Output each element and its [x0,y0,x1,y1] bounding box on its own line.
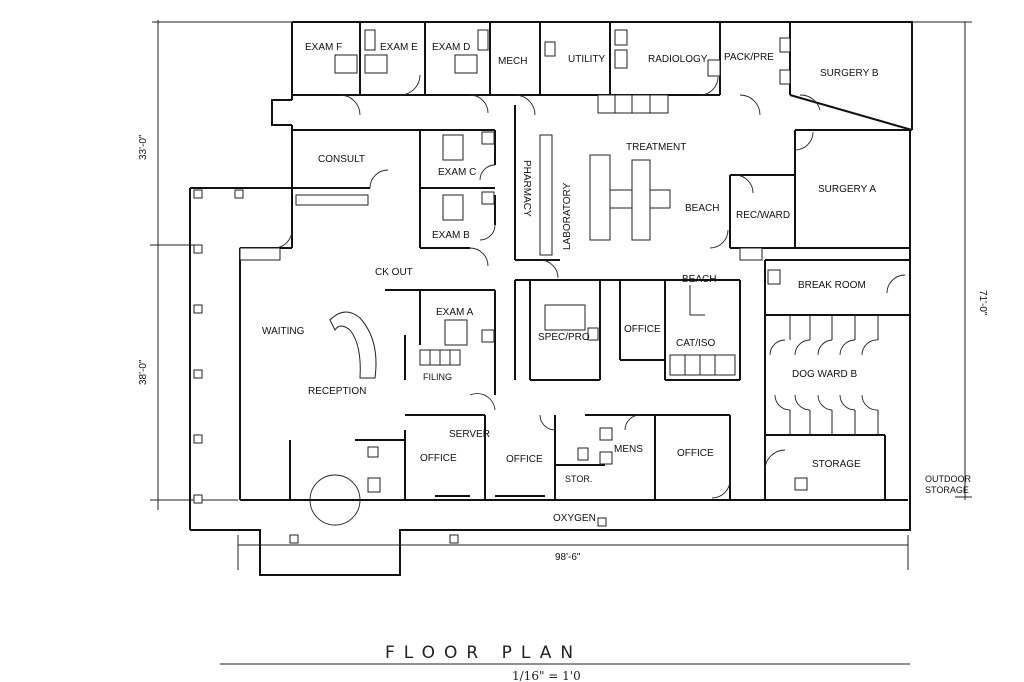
room-surgery-a: SURGERY A [818,184,876,195]
interior-walls [289,22,913,500]
dimension-left-lower: 38'-0" [138,359,149,385]
room-office-2: OFFICE [506,454,543,465]
room-oxygen: OXYGEN [553,513,596,524]
room-office-3: OFFICE [677,448,714,459]
dimension-lines [150,20,972,570]
room-spec-proc: SPEC/PRO [538,332,590,343]
exterior-walls [189,21,913,576]
room-consult: CONSULT [318,154,365,165]
fixtures [193,29,808,544]
room-exam-c: EXAM C [438,167,476,178]
room-reception: RECEPTION [308,386,366,397]
room-mech: MECH [498,56,527,67]
room-exam-e: EXAM E [380,42,418,53]
room-rec-ward: REC/WARD [736,210,790,221]
room-server: SERVER [449,429,490,440]
dimension-right-total: 71'-0" [977,290,988,316]
room-beach-1: BEACH [685,203,719,214]
room-break-room: BREAK ROOM [798,280,866,291]
room-mens: MENS [614,444,643,455]
room-pharmacy: PHARMACY [521,160,532,217]
room-outdoor-storage-line2: STORAGE [925,485,969,495]
room-pack-prep: PACK/PRE [724,52,774,63]
dog-ward-kennels [769,315,879,435]
dimension-bottom-width: 98'-6" [555,552,581,563]
room-labels: EXAM F EXAM E EXAM D MECH UTILITY RADIOL… [262,42,971,524]
room-stor: STOR. [565,474,592,484]
room-waiting: WAITING [262,326,305,337]
room-exam-a: EXAM A [436,307,474,318]
dimension-left-upper: 33'-0" [138,134,149,160]
room-utility: UTILITY [568,54,606,65]
room-radiology: RADIOLOGY [648,54,708,65]
room-exam-f: EXAM F [305,42,342,53]
room-exam-d: EXAM D [432,42,470,53]
room-exam-b: EXAM B [432,230,470,241]
plan-title: FLOOR PLAN [385,643,582,663]
room-filing: FILING [423,372,452,382]
room-outdoor-storage-line1: OUTDOOR [925,474,971,484]
room-ck-out: CK OUT [375,267,413,278]
room-office-1: OFFICE [420,453,457,464]
door-swings [273,74,906,526]
room-laboratory: LABORATORY [562,182,573,250]
room-office-center: OFFICE [624,324,661,335]
room-surgery-b: SURGERY B [820,68,879,79]
room-treatment: TREATMENT [626,142,686,153]
room-dog-ward-b: DOG WARD B [792,369,858,380]
room-beach-2: BEACH [682,274,716,285]
room-cat-iso: CAT/ISO [676,338,715,349]
room-storage: STORAGE [812,459,861,470]
plan-scale: 1/16" = 1'0 [512,669,581,682]
